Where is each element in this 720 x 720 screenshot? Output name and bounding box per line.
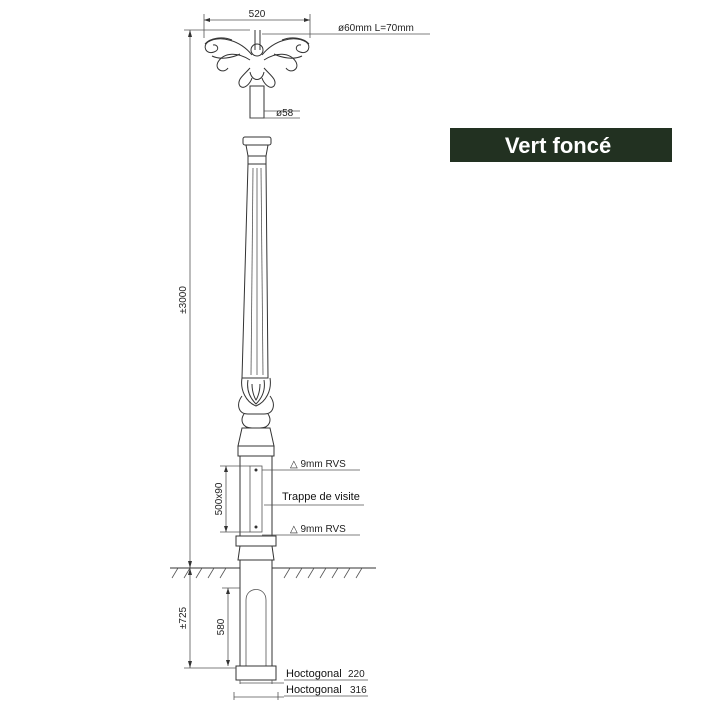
buried-depth-dimension: ±725 [178, 568, 236, 669]
socket-tube: ø58 [249, 85, 300, 119]
ground-line [170, 567, 376, 579]
screw-top-label: △ 9mm RVS [290, 459, 346, 470]
ornamental-crown [204, 30, 310, 88]
door-label: Trappe de visite [282, 491, 360, 503]
callouts: △ 9mm RVS Trappe de visite △ 9mm RVS [262, 459, 364, 536]
base-large-value: 316 [350, 685, 367, 696]
leaf-ornament [238, 377, 274, 429]
arm-spec-callout: ø60mm L=70mm [262, 23, 430, 35]
arm-spec-label: ø60mm L=70mm [338, 23, 414, 34]
pole-shaft [241, 163, 269, 379]
total-height-label: ±3000 [178, 286, 189, 314]
top-width-label: 520 [249, 9, 266, 20]
top-width-dimension: 520 [203, 9, 311, 38]
foundation [235, 559, 277, 681]
door-height-label: 500x90 [214, 482, 225, 515]
color-badge-label: Vert foncé [505, 133, 611, 158]
collar [242, 136, 272, 165]
base-small-label: Hoctogonal [286, 668, 342, 680]
pole-base [235, 427, 277, 561]
base-height-dimension: 580 [216, 587, 240, 666]
base-large-label: Hoctogonal [286, 684, 342, 696]
base-small-value: 220 [348, 669, 365, 680]
total-height-dimension: ±3000 [178, 29, 250, 568]
screw-bottom-label: △ 9mm RVS [290, 524, 346, 535]
buried-depth-label: ±725 [178, 606, 189, 629]
color-badge [450, 128, 672, 162]
base-plate-dimensions: Hoctogonal 220 Hoctogonal 316 [233, 668, 368, 700]
door-height-dimension: 500x90 [214, 465, 250, 533]
socket-diameter-label: ø58 [276, 108, 294, 119]
base-height-label: 580 [216, 618, 227, 635]
access-door [249, 465, 263, 533]
